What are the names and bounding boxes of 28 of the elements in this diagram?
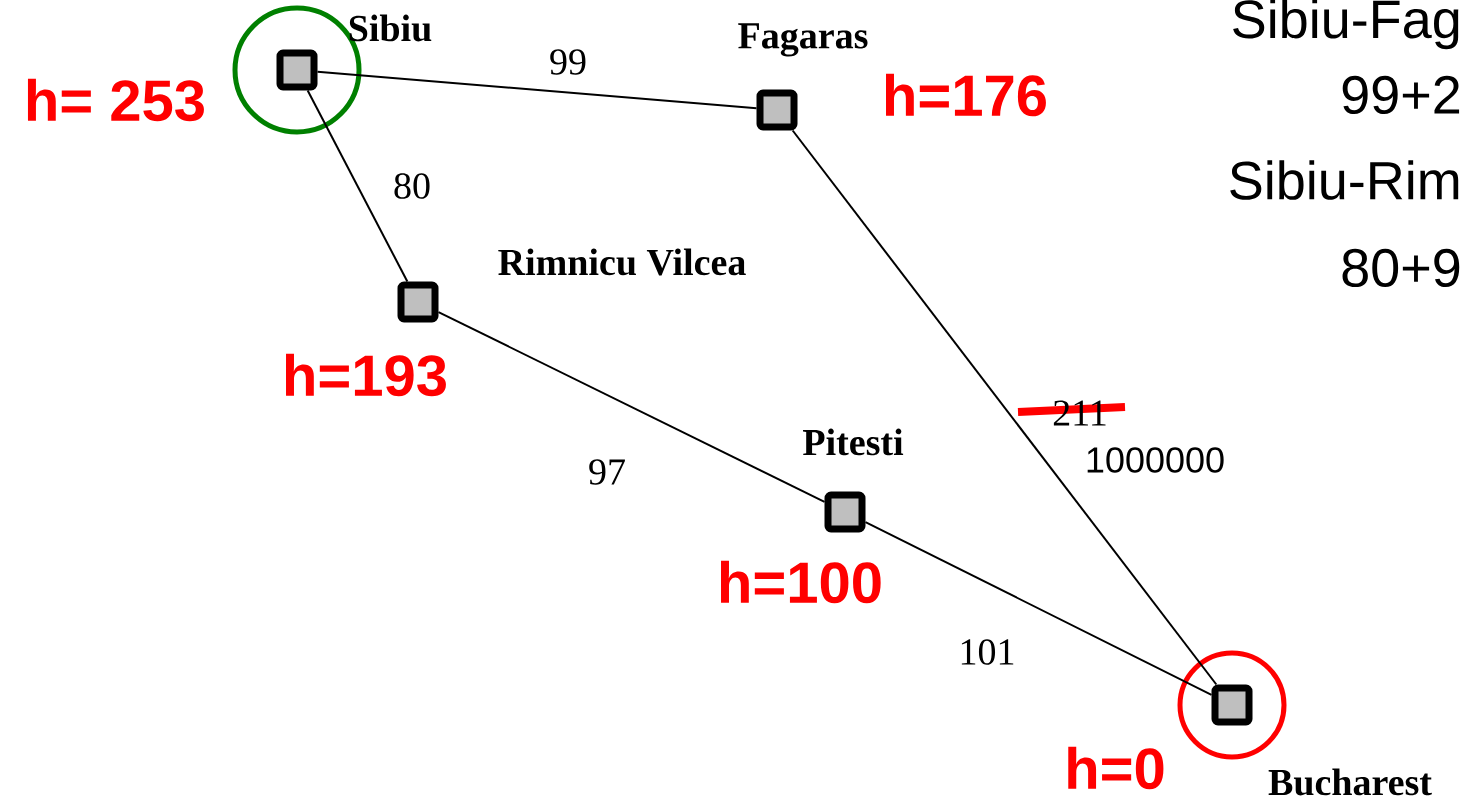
city-name: Sibiu (349, 14, 432, 42)
cost-note: 99+2 (1342, 75, 1460, 115)
edge-label: 101 (961, 639, 1014, 665)
heuristic-value: h=0 (1068, 746, 1164, 790)
city-square (1211, 684, 1253, 726)
heuristic-value: h=193 (286, 353, 446, 397)
city-name: Fagaras (738, 23, 868, 57)
city-square (756, 89, 798, 131)
edge-label: 97 (589, 459, 625, 485)
cost-label: 1000000 (1087, 447, 1224, 473)
edge-label: 80 (394, 173, 430, 199)
edge-label: 99 (550, 49, 586, 75)
city-name: Bucharest (1268, 768, 1432, 796)
cost-note: 80+9 (1342, 248, 1460, 288)
city-name: Pitesti (803, 428, 904, 456)
city-name: Rimnicu Vilcea (498, 248, 746, 276)
heuristic-value: h=100 (721, 560, 881, 604)
road-line (864, 521, 1213, 696)
city-square (276, 49, 318, 91)
heuristic-value: h=176 (886, 73, 1046, 117)
road-line (437, 311, 826, 503)
city-square (397, 281, 439, 323)
cost-note: Sibiu-Rim (1230, 160, 1459, 200)
road-line (306, 89, 409, 283)
heuristic-value: h= 253 (27, 78, 204, 122)
city-square (824, 491, 866, 533)
road-line (791, 129, 1218, 686)
road-line (316, 70, 758, 110)
